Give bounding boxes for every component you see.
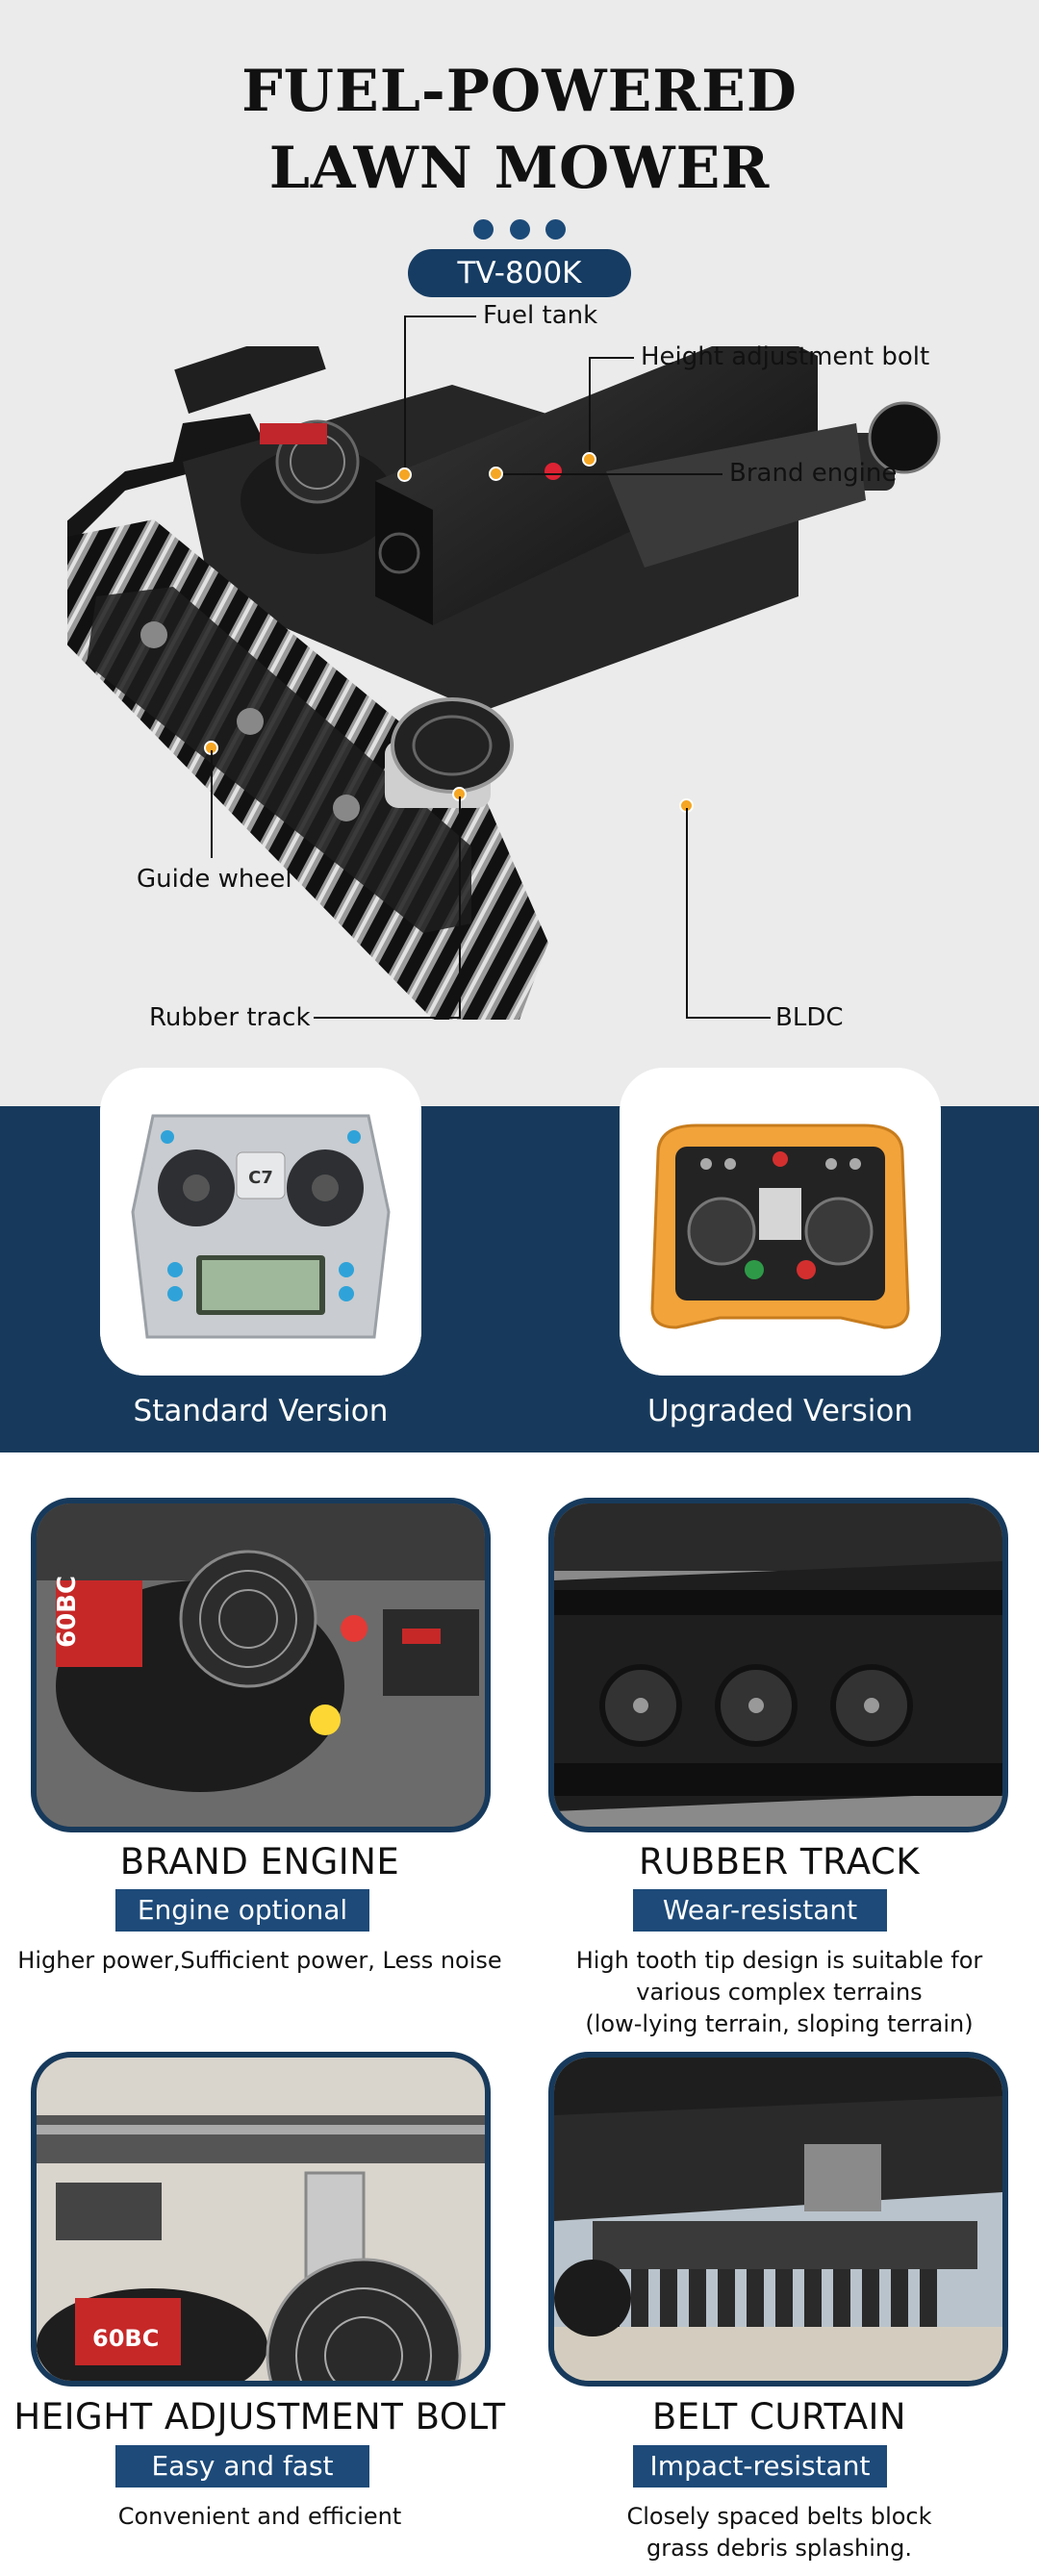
engine-brand-text-2: 60BC (92, 2325, 159, 2352)
feature-tag-easy-and-fast: Easy and fast (115, 2445, 369, 2488)
upgraded-remote-image (620, 1068, 941, 1376)
model-badge: TV-800K (408, 249, 631, 297)
feature-tag-impact-resistant: Impact-resistant (633, 2445, 887, 2488)
feature-tag-wear-resistant: Wear-resistant (633, 1889, 887, 1932)
mower-illustration (67, 346, 941, 1020)
height-adjustment-bolt-image: 60BC (31, 2052, 491, 2387)
upgraded-version-label: Upgraded Version (646, 1394, 914, 1428)
standard-remote-image: C7 (100, 1068, 421, 1376)
feature-title-height-adjustment-bolt: HEIGHT ADJUSTMENT BOLT (13, 2396, 506, 2437)
callout-fuel-tank: Fuel tank (483, 301, 598, 330)
feature-desc-brand-engine: Higher power,Sufficient power, Less nois… (17, 1947, 502, 1974)
title-line-1: FUEL-POWERED (241, 58, 798, 125)
feature-desc-belt-curtain: Closely spaced belts block grass debris … (626, 2503, 932, 2562)
title-line-2: LAWN MOWER (268, 135, 771, 202)
remote-model-text: C7 (248, 1168, 273, 1188)
hero-section: FUEL-POWERED LAWN MOWER TV-800K (0, 0, 1039, 1106)
callout-height-adjustment-bolt: Height adjustment bolt (641, 342, 930, 371)
feature-desc-height-adjustment-bolt: Convenient and efficient (117, 2503, 402, 2530)
brand-engine-image: 60BC (31, 1498, 491, 1832)
callout-bldc: BLDC (775, 1003, 844, 1032)
standard-remote-card: C7 (100, 1068, 421, 1376)
page-title: FUEL-POWERED LAWN MOWER (0, 53, 1039, 207)
standard-version-label: Standard Version (133, 1394, 389, 1428)
callout-brand-engine: Brand engine (729, 459, 898, 488)
feature-tag-engine-optional: Engine optional (115, 1889, 369, 1932)
feature-title-belt-curtain: BELT CURTAIN (651, 2396, 907, 2437)
callout-guide-wheel: Guide wheel (137, 865, 292, 894)
belt-curtain-image (548, 2052, 1008, 2387)
rubber-track-image (548, 1498, 1008, 1832)
callout-rubber-track: Rubber track (149, 1003, 311, 1032)
upgraded-remote-card (620, 1068, 941, 1376)
feature-title-rubber-track: RUBBER TRACK (639, 1841, 920, 1882)
engine-brand-text: 60BC (53, 1576, 82, 1648)
decorative-dots (473, 219, 566, 240)
feature-desc-rubber-track: High tooth tip design is suitable for va… (575, 1947, 983, 2037)
feature-title-brand-engine: BRAND ENGINE (119, 1841, 400, 1882)
